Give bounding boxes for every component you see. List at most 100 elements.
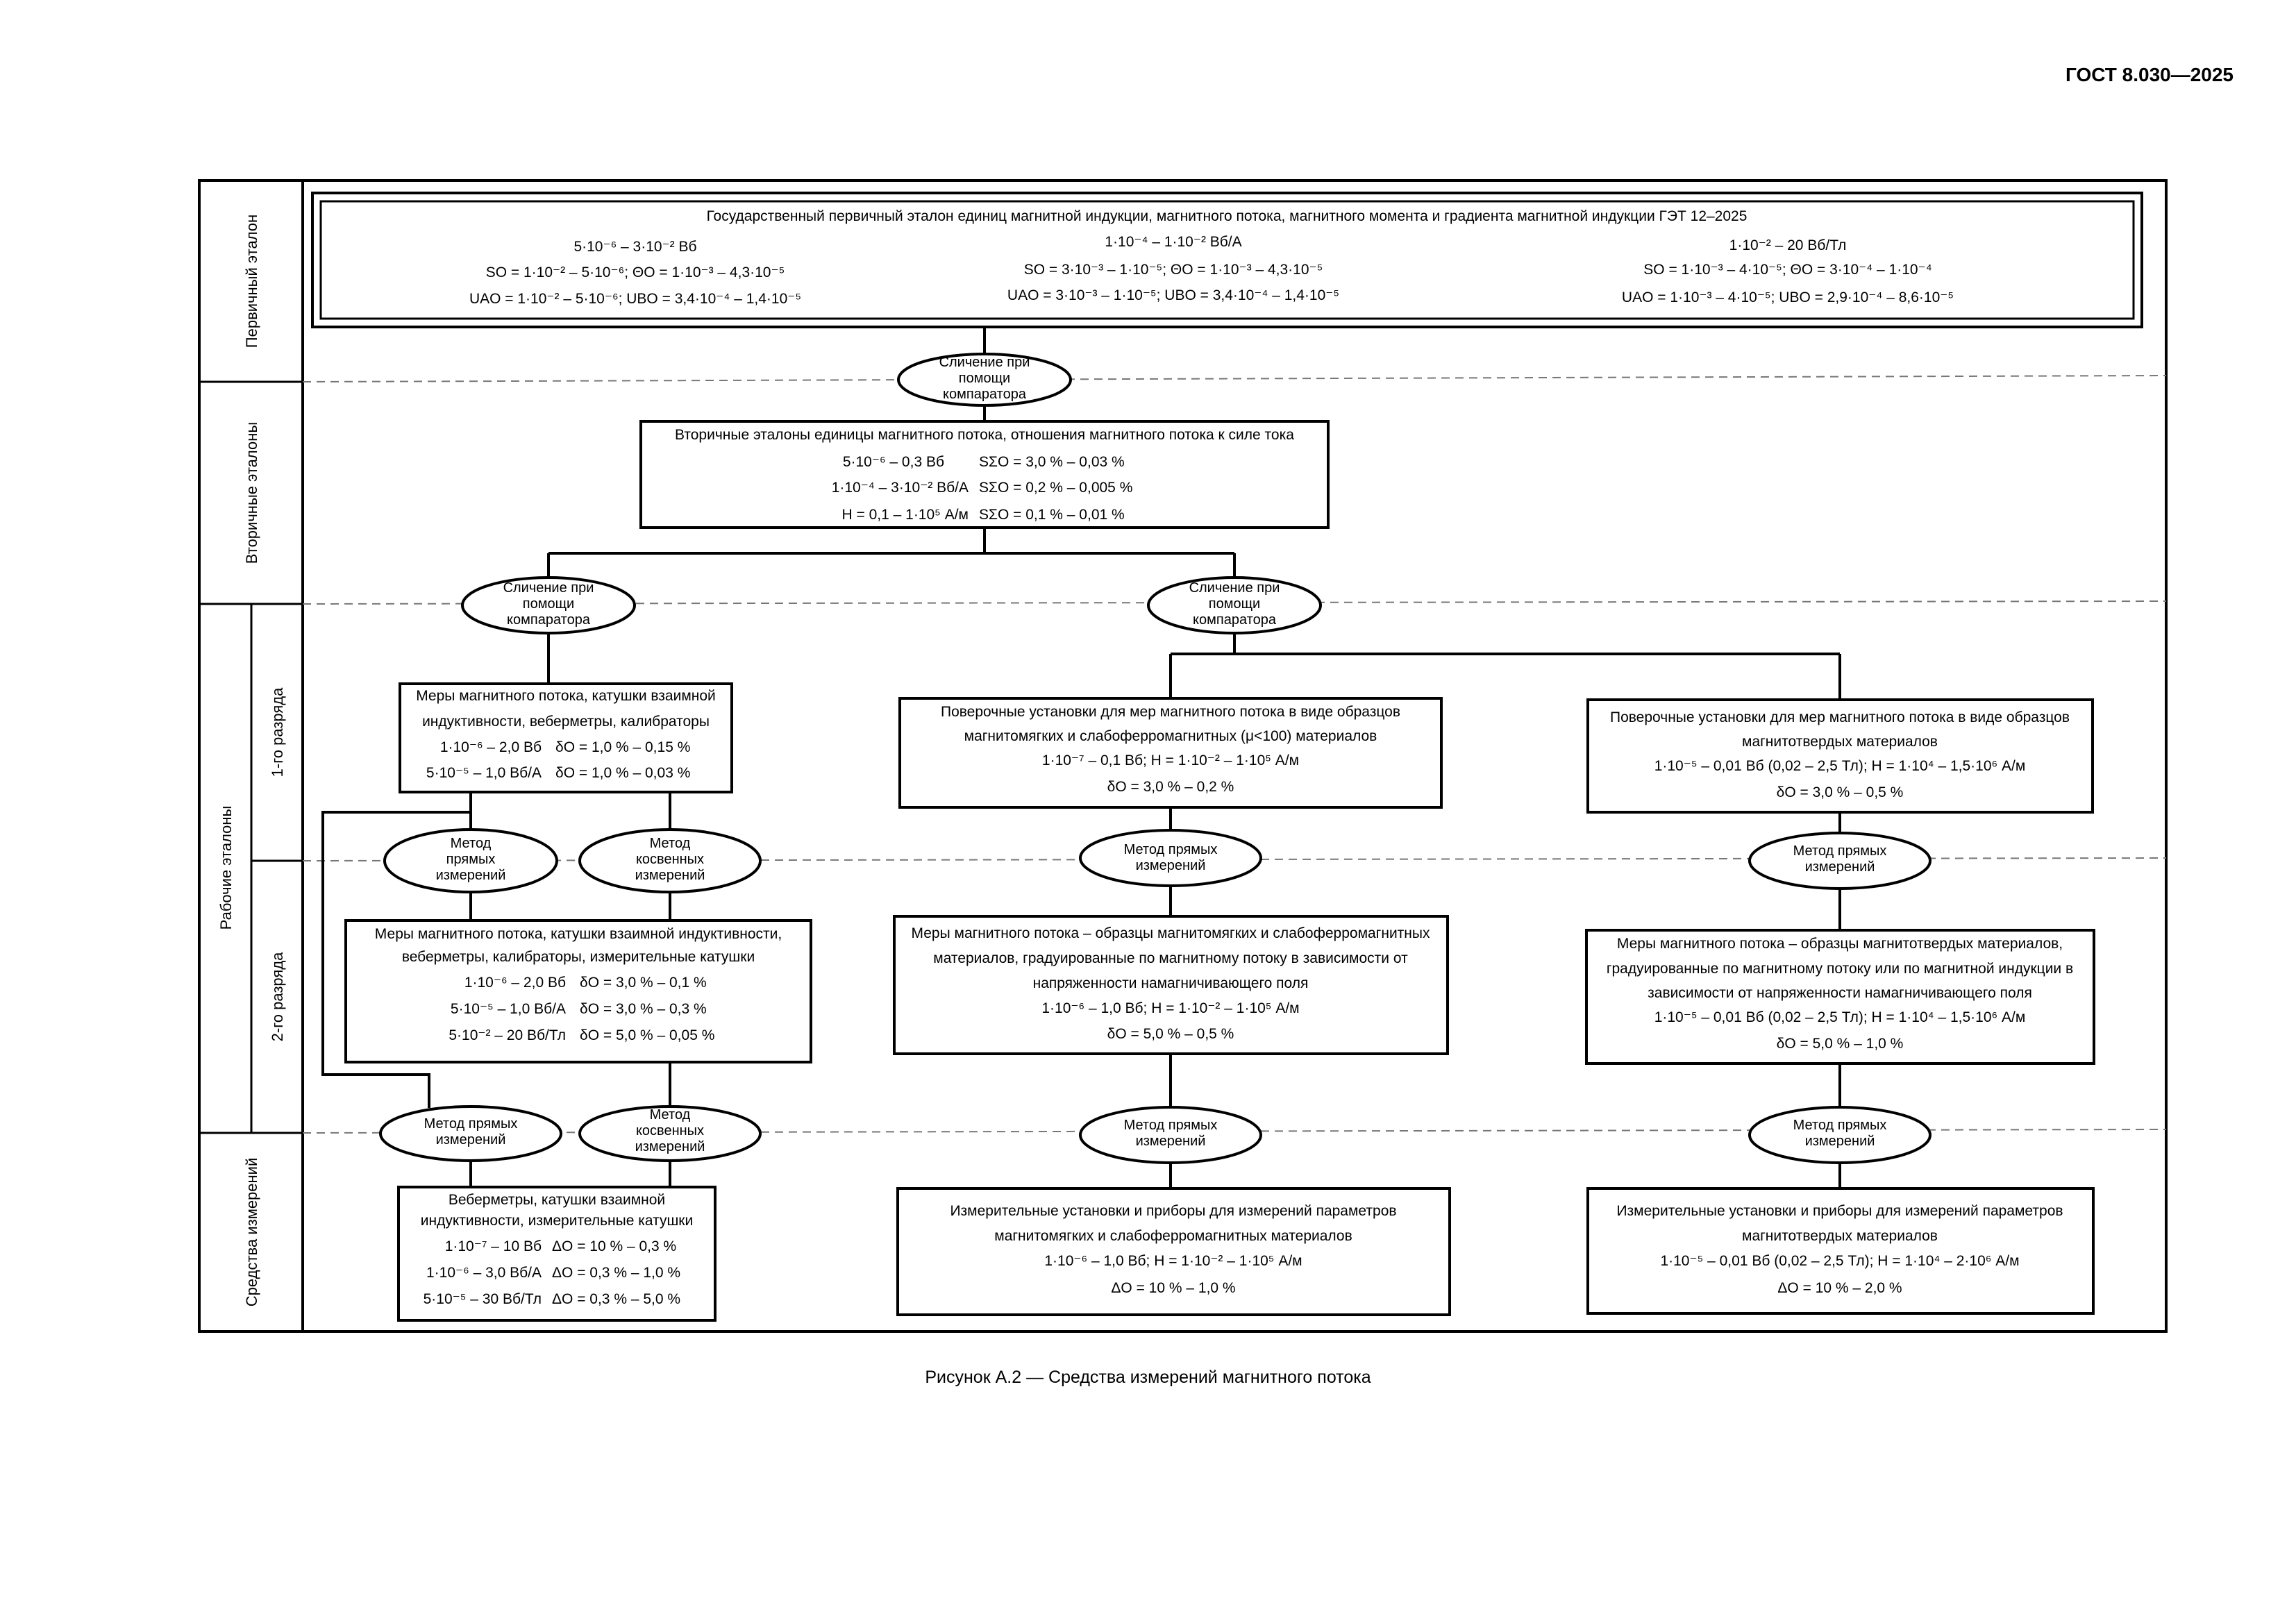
- svg-text:1·10⁻⁵ – 0,01 Вб (0,02 – 2,5 Т: 1·10⁻⁵ – 0,01 Вб (0,02 – 2,5 Тл); H = 1·…: [1654, 758, 2026, 774]
- direct-method-label-r2-left: Метод прямых измерений: [424, 1116, 518, 1147]
- svg-text:косвенных: косвенных: [636, 1123, 704, 1138]
- instruments-right-text: Измерительные установки и приборы для из…: [1616, 1203, 2063, 1296]
- primary-col1-range: 5·10⁻⁶ – 3·10⁻² Вб: [573, 239, 696, 255]
- level-label-working: Рабочие эталоны: [217, 806, 235, 930]
- svg-text:измерений: измерений: [635, 1139, 705, 1154]
- rank1-middle-box: [898, 697, 1443, 809]
- svg-text:Измерительные установки и приб: Измерительные установки и приборы для из…: [1616, 1203, 2063, 1219]
- svg-text:Метод прямых: Метод прямых: [1793, 1118, 1887, 1133]
- indirect-method-label-r1: Метод косвенных измерений: [635, 836, 705, 883]
- comparator-ellipse-right: [1147, 576, 1322, 634]
- svg-text:Метод: Метод: [650, 836, 691, 851]
- comparator-label-left: Сличение при помощи компаратора: [503, 580, 594, 628]
- rank2-right-text: Меры магнитного потока – образцы магнито…: [1607, 936, 2073, 1052]
- svg-text:SΣO = 0,1 % – 0,01 %: SΣO = 0,1 % – 0,01 %: [979, 507, 1125, 523]
- primary-standard-box-inner: [319, 200, 2135, 320]
- level-label-instruments: Средства измерений: [243, 1158, 260, 1307]
- primary-col2-range: 1·10⁻⁴ – 1·10⁻² Вб/А: [1105, 234, 1241, 250]
- svg-text:H = 0,1 – 1·10⁵ А/м: H = 0,1 – 1·10⁵ А/м: [842, 507, 969, 523]
- svg-text:компаратора: компаратора: [943, 387, 1027, 402]
- rank1-left-text: Меры магнитного потока, катушки взаимной…: [416, 688, 716, 781]
- direct-method-ellipse-r1-left: [383, 828, 558, 893]
- svg-text:Меры магнитного потока, катушк: Меры магнитного потока, катушки взаимной: [416, 688, 716, 704]
- rank2-left-text: Меры магнитного потока, катушки взаимной…: [375, 926, 782, 1043]
- rank2-left-box: [344, 919, 812, 1063]
- svg-text:δO = 3,0 % – 0,2 %: δO = 3,0 % – 0,2 %: [1107, 779, 1234, 795]
- primary-col3-range: 1·10⁻² – 20 Вб/Тл: [1729, 237, 1847, 253]
- primary-col2-u: UAO = 3·10⁻³ – 1·10⁻⁵; UBO = 3,4·10⁻⁴ – …: [1007, 287, 1339, 303]
- svg-text:измерений: измерений: [1805, 1134, 1875, 1149]
- svg-text:зависимости от напряженности н: зависимости от напряженности намагничива…: [1648, 985, 2032, 1001]
- svg-text:компаратора: компаратора: [507, 612, 591, 628]
- rank1-middle-text: Поверочные установки для мер магнитного …: [941, 704, 1400, 795]
- secondary-standard-box: [639, 420, 1330, 529]
- svg-text:помощи: помощи: [523, 596, 574, 612]
- rank2-right-box: [1585, 929, 2095, 1065]
- indirect-method-label-r2: Метод косвенных измерений: [635, 1107, 705, 1154]
- direct-method-ellipse-r1-middle: [1079, 829, 1262, 887]
- svg-text:градуированные по магнитному п: градуированные по магнитному потоку или …: [1607, 961, 2073, 977]
- svg-text:индуктивности, измерительные к: индуктивности, измерительные катушки: [421, 1213, 693, 1229]
- svg-text:прямых: прямых: [446, 852, 496, 867]
- svg-text:Поверочные установки для мер м: Поверочные установки для мер магнитного …: [1610, 709, 2070, 725]
- svg-text:Меры магнитного потока – образ: Меры магнитного потока – образцы магнито…: [912, 925, 1430, 941]
- svg-text:Поверочные установки для мер м: Поверочные установки для мер магнитного …: [941, 704, 1400, 720]
- svg-text:SΣO = 3,0 % – 0,03 %: SΣO = 3,0 % – 0,03 %: [979, 454, 1125, 470]
- svg-text:магнитотвердых материалов: магнитотвердых материалов: [1742, 1228, 1938, 1244]
- svg-text:Веберметры, катушки взаимной: Веберметры, катушки взаимной: [449, 1192, 665, 1208]
- comparator-label-primary: Сличение при помощи компаратора: [939, 355, 1030, 402]
- dashed-level-line: [302, 375, 2167, 382]
- svg-text:Сличение при: Сличение при: [939, 355, 1030, 370]
- rank2-middle-box: [893, 915, 1449, 1055]
- instruments-middle-box: [896, 1187, 1451, 1316]
- level-label-rank1: 1-го разряда: [269, 687, 286, 777]
- svg-text:Метод прямых: Метод прямых: [1124, 842, 1218, 857]
- direct-method-ellipse-r2-middle: [1079, 1106, 1262, 1164]
- svg-text:δO = 5,0 % – 0,05 %: δO = 5,0 % – 0,05 %: [580, 1027, 714, 1043]
- svg-text:δO = 3,0 % – 0,3 %: δO = 3,0 % – 0,3 %: [580, 1001, 707, 1017]
- svg-text:измерений: измерений: [1805, 859, 1875, 875]
- direct-method-label-r1-middle: Метод прямых измерений: [1124, 842, 1218, 873]
- svg-text:δO = 3,0 % – 0,5 %: δO = 3,0 % – 0,5 %: [1777, 784, 1904, 800]
- direct-method-ellipse-r2-right: [1748, 1106, 1932, 1164]
- svg-text:δO = 5,0 % – 1,0 %: δO = 5,0 % – 1,0 %: [1777, 1036, 1904, 1052]
- svg-text:помощи: помощи: [1209, 596, 1260, 612]
- svg-text:1·10⁻⁶ – 3,0 Вб/А: 1·10⁻⁶ – 3,0 Вб/А: [426, 1265, 542, 1281]
- svg-text:компаратора: компаратора: [1193, 612, 1277, 628]
- svg-text:Измерительные установки и приб: Измерительные установки и приборы для из…: [950, 1203, 1396, 1219]
- outer-frame: [198, 179, 2168, 1333]
- svg-text:Сличение при: Сличение при: [1189, 580, 1280, 596]
- comparator-ellipse-primary: [897, 353, 1072, 407]
- svg-text:магнитотвердых материалов: магнитотвердых материалов: [1742, 734, 1938, 750]
- instruments-middle-text: Измерительные установки и приборы для из…: [950, 1203, 1396, 1296]
- svg-text:5·10⁻⁶ – 0,3 Вб: 5·10⁻⁶ – 0,3 Вб: [843, 454, 944, 470]
- svg-text:SΣO = 0,2 % – 0,005 %: SΣO = 0,2 % – 0,005 %: [979, 480, 1132, 496]
- primary-col1-u: UAO = 1·10⁻² – 5·10⁻⁶; UBO = 3,4·10⁻⁴ – …: [469, 291, 801, 307]
- svg-text:1·10⁻⁶ – 1,0 Вб; H = 1·10⁻² –: 1·10⁻⁶ – 1,0 Вб; H = 1·10⁻² – 1·10⁵ А/м: [1041, 1000, 1299, 1016]
- svg-text:5·10⁻⁵ – 1,0 Вб/А: 5·10⁻⁵ – 1,0 Вб/А: [426, 765, 542, 781]
- svg-text:δO = 1,0 % – 0,15 %: δO = 1,0 % – 0,15 %: [555, 739, 690, 755]
- svg-text:δO = 3,0 % – 0,1 %: δO = 3,0 % – 0,1 %: [580, 975, 707, 991]
- direct-method-label-r2-right: Метод прямых измерений: [1793, 1118, 1887, 1149]
- primary-standard-box-outer: [311, 192, 2143, 328]
- svg-text:магнитомягких и слабоферромагн: магнитомягких и слабоферромагнитных мате…: [994, 1228, 1352, 1244]
- svg-text:5·10⁻⁵ – 1,0 Вб/А: 5·10⁻⁵ – 1,0 Вб/А: [451, 1001, 566, 1017]
- comparator-label-right: Сличение при помощи компаратора: [1189, 580, 1280, 628]
- primary-col3-so-theta: SO = 1·10⁻³ – 4·10⁻⁵; ΘO = 3·10⁻⁴ – 1·10…: [1643, 262, 1932, 278]
- svg-text:индуктивности, веберметры, кал: индуктивности, веберметры, калибраторы: [422, 714, 710, 730]
- figure-caption: Рисунок А.2 — Средства измерений магнитн…: [925, 1368, 1371, 1387]
- secondary-standard-title: Вторичные эталоны единицы магнитного пот…: [675, 427, 1294, 443]
- svg-text:измерений: измерений: [436, 1132, 506, 1147]
- direct-method-label-r1-right: Метод прямых измерений: [1793, 843, 1887, 875]
- svg-text:ΔO = 10 % – 1,0 %: ΔO = 10 % – 1,0 %: [1111, 1280, 1235, 1296]
- svg-text:измерений: измерений: [1136, 858, 1206, 873]
- svg-text:ΔO = 0,3 % – 5,0 %: ΔO = 0,3 % – 5,0 %: [552, 1291, 680, 1307]
- document-id: ГОСТ 8.030—2025: [2065, 64, 2234, 85]
- svg-text:Сличение при: Сличение при: [503, 580, 594, 596]
- svg-text:δO = 1,0 % – 0,03 %: δO = 1,0 % – 0,03 %: [555, 765, 690, 781]
- svg-text:Меры магнитного потока, катушк: Меры магнитного потока, катушки взаимной…: [375, 926, 782, 942]
- svg-text:δO = 5,0 % – 0,5 %: δO = 5,0 % – 0,5 %: [1107, 1026, 1234, 1042]
- svg-text:1·10⁻⁷ – 10 Вб: 1·10⁻⁷ – 10 Вб: [445, 1238, 542, 1254]
- svg-text:Метод прямых: Метод прямых: [1124, 1118, 1218, 1133]
- direct-method-label-r1-left: Метод прямых измерений: [436, 836, 506, 883]
